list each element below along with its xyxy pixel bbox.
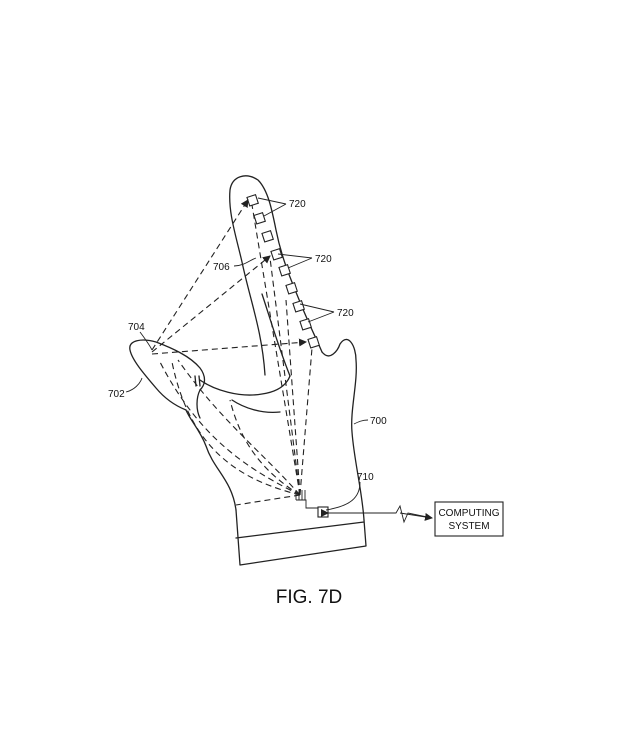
computing-system-line2: SYSTEM: [448, 521, 489, 532]
hand-right-edge: [321, 338, 365, 521]
glove-outline: [129, 175, 367, 566]
label-702: 702: [108, 389, 125, 400]
label-720-middle: 720: [315, 254, 332, 265]
label-720-top: 720: [289, 199, 306, 210]
label-706: 706: [213, 262, 230, 273]
controller-710: [317, 506, 329, 518]
label-720-bottom: 720: [337, 308, 354, 319]
thumb-outline: [129, 339, 206, 419]
sensor: [246, 193, 259, 207]
computing-system-box: COMPUTING SYSTEM: [434, 501, 504, 537]
sensor: [285, 281, 298, 295]
reference-labels: 720 720 720 706 704 702 700 710: [108, 199, 387, 483]
index-finger-inner-edge: [261, 293, 291, 377]
sensor: [292, 299, 305, 313]
label-710: 710: [357, 472, 374, 483]
sensor: [278, 263, 291, 277]
sensor-array: [246, 193, 320, 349]
palm-crease: [231, 399, 281, 414]
label-704: 704: [128, 322, 145, 333]
controller-hub: [295, 490, 329, 518]
sensor: [307, 335, 320, 349]
thumb-inner-line: [199, 375, 291, 396]
leader-lines: [125, 197, 369, 511]
index-finger-outline: [185, 175, 323, 511]
label-700: 700: [370, 416, 387, 427]
figure-caption: FIG. 7D: [276, 587, 343, 608]
sensor: [253, 211, 266, 225]
glove-cuff: [235, 509, 367, 566]
sensor: [299, 317, 312, 331]
computing-system-line1: COMPUTING: [438, 508, 499, 519]
wireless-link: [321, 504, 433, 524]
sensor: [261, 229, 274, 243]
signal-paths: [151, 199, 313, 506]
sensor: [270, 247, 283, 261]
